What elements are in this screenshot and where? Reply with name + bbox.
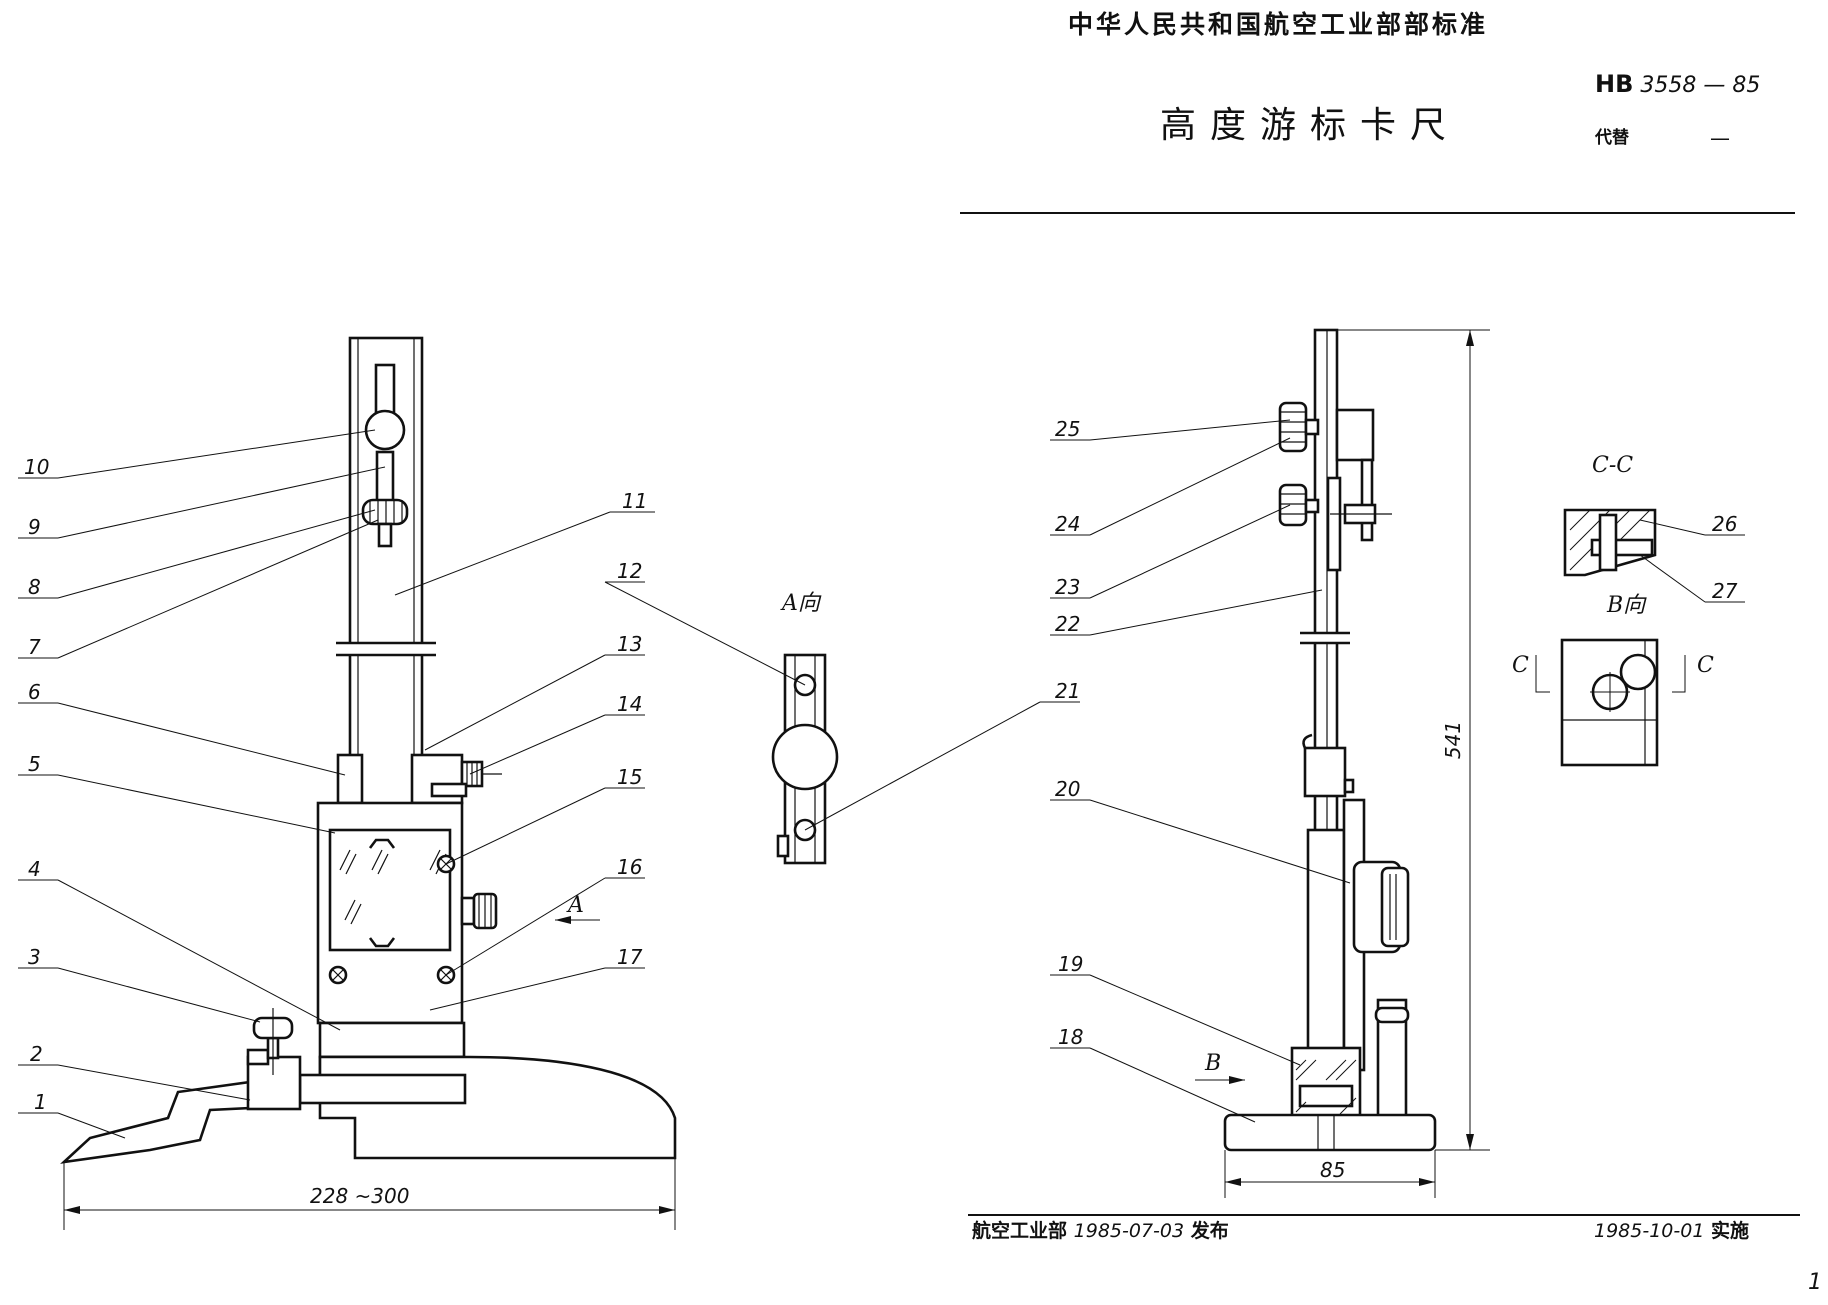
front-view: 228 ~300 (60, 336, 677, 1230)
issued-label: 发布 (1190, 1220, 1229, 1242)
part-number-2: 2 (30, 1042, 43, 1066)
ministry-standard-heading: 中华人民共和国航空工业部部标准 (1068, 10, 1489, 39)
part-number-21: 21 (1055, 679, 1080, 703)
effective-line: 1985-10-01 实施 (1594, 1222, 1749, 1241)
part-number-13: 13 (617, 632, 642, 656)
part-number-4: 4 (28, 857, 41, 881)
cut-c-right: C (1697, 653, 1714, 678)
standard-code-prefix: HB (1595, 70, 1634, 98)
replaces-label: 代替 (1595, 128, 1629, 148)
front-base (318, 1055, 677, 1160)
issued-line: 航空工业部 1985-07-03 发布 (972, 1222, 1229, 1241)
part-number-23: 23 (1055, 575, 1080, 599)
page-number: 1 (1808, 1270, 1822, 1295)
side-slider (1306, 828, 1346, 1052)
replaces-value: — (1710, 126, 1730, 150)
effective-label: 实施 (1711, 1220, 1750, 1242)
effective-date: 1985-10-01 (1594, 1220, 1705, 1242)
section-cc: C-C (1563, 453, 1657, 577)
part-number-12: 12 (617, 559, 642, 583)
part-number-10: 10 (24, 455, 49, 479)
part-number-17: 17 (617, 945, 643, 969)
dimension-base-width: 85 (1320, 1158, 1345, 1182)
standard-code: HB 3558 — 85 (1595, 72, 1760, 97)
cut-c-left: C (1512, 653, 1529, 678)
part-number-22: 22 (1055, 612, 1080, 636)
part-number-26: 26 (1712, 512, 1737, 536)
arrow-b-label: B (1204, 1051, 1221, 1076)
part-number-3: 3 (28, 945, 41, 969)
part-number-24: 24 (1055, 512, 1080, 536)
part-number-18: 18 (1058, 1025, 1083, 1049)
part-labels: 10 9 8 7 6 5 4 3 2 1 11 12 13 14 15 16 1… (18, 417, 1745, 1139)
part-number-25: 25 (1055, 417, 1080, 441)
section-cc-label: C-C (1592, 453, 1633, 478)
part-number-5: 5 (28, 752, 41, 776)
part-number-1: 1 (34, 1090, 47, 1114)
view-b-label: B向 (1606, 593, 1647, 618)
part-number-6: 6 (28, 680, 41, 704)
issued-by: 航空工业部 (972, 1220, 1068, 1242)
arrow-a: A (555, 893, 600, 924)
part-number-9: 9 (28, 515, 41, 539)
part-number-11: 11 (622, 489, 647, 513)
view-a-label: A向 (780, 591, 822, 616)
view-b: B向 C C (1512, 593, 1714, 767)
part-number-19: 19 (1058, 952, 1083, 976)
document-title: 高度游标卡尺 (1160, 105, 1461, 146)
part-number-8: 8 (28, 575, 41, 599)
part-number-16: 16 (617, 855, 642, 879)
scriber-arm (60, 1080, 252, 1164)
part-number-27: 27 (1712, 579, 1738, 603)
part-number-14: 14 (617, 692, 642, 716)
part-number-15: 15 (617, 765, 642, 789)
view-a: A向 (771, 591, 839, 865)
part-number-7: 7 (28, 635, 41, 659)
part-number-20: 20 (1055, 777, 1080, 801)
dimension-height: 541 (1441, 721, 1465, 759)
dimension-base-length: 228 ~300 (310, 1184, 409, 1208)
standard-code-number: 3558 — 85 (1640, 73, 1761, 98)
issued-date: 1985-07-03 (1073, 1220, 1185, 1242)
side-view: 85 541 B (1195, 328, 1490, 1198)
